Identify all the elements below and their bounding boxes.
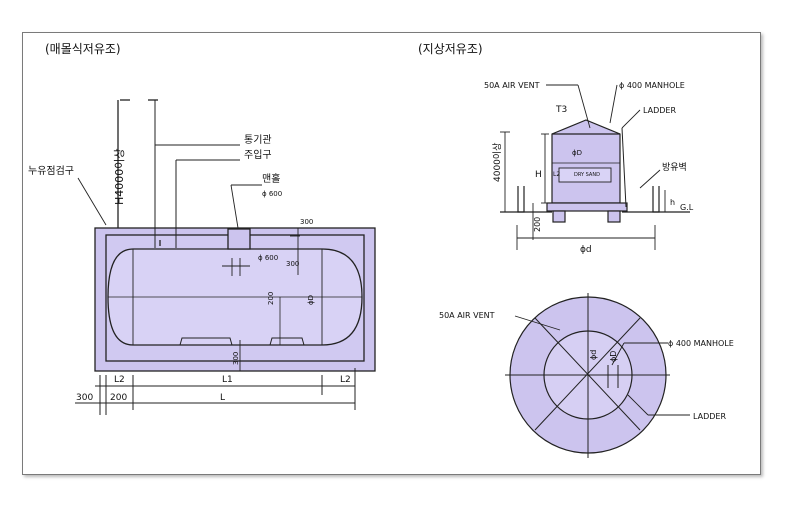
- buried-manhole-dia: ϕ 600: [262, 190, 282, 198]
- buried-dim-200-v: 200: [267, 292, 275, 305]
- buried-dim-200-bottom: 200: [110, 393, 127, 403]
- elev-height-label: 4000이상: [492, 143, 503, 182]
- plan-phiD-label: ϕD: [609, 351, 618, 362]
- buried-manhole-label: 맨홀: [262, 172, 280, 185]
- vent-pipe-label: 통기관: [244, 134, 272, 146]
- buried-dim-300-c: 300: [232, 352, 240, 365]
- buried-L2-left: L2: [114, 375, 125, 385]
- plan-air-vent-label: 50A AIR VENT: [439, 311, 495, 320]
- elev-air-vent-label: 50A AIR VENT: [484, 81, 540, 90]
- elev-H-label: H: [535, 170, 542, 180]
- plan-ladder-label: LADDER: [693, 412, 726, 421]
- buried-manhole: [227, 228, 251, 250]
- inlet-label: 주입구: [244, 148, 272, 161]
- left-title: (매몰식저유조): [45, 42, 121, 56]
- buried-tank-group: [75, 99, 376, 415]
- plan-view-group: [505, 293, 690, 458]
- elev-h-label: h: [670, 198, 675, 207]
- leak-check-label: 누유점검구: [28, 165, 74, 177]
- elev-dry-sand-label: DRY SAND: [574, 172, 600, 178]
- right-title: (지상저유조): [418, 42, 483, 56]
- buried-dim-600: ϕ 600: [258, 254, 278, 262]
- elev-dike-label: 방유벽: [662, 162, 687, 173]
- elev-ladder-label: LADDER: [643, 106, 676, 115]
- plan-manhole-label: ϕ 400 MANHOLE: [668, 339, 734, 348]
- buried-dim-300-b: 300: [286, 260, 299, 268]
- elev-l2-label: L2: [553, 171, 560, 178]
- buried-dim-phiD: ϕD: [307, 295, 315, 305]
- buried-L: L: [220, 393, 225, 403]
- aboveground-tank-body: [551, 119, 621, 204]
- elev-manhole-label: ϕ 400 MANHOLE: [619, 81, 685, 90]
- elev-phiD-label: ϕD: [572, 149, 582, 157]
- buried-dim-300-bottom: 300: [76, 393, 93, 403]
- buried-height-label: H4000이상: [113, 148, 126, 205]
- aboveground-tank-group: [500, 84, 690, 250]
- elev-t3-label: T3: [555, 105, 567, 115]
- elev-gl-label: G.L: [680, 203, 694, 212]
- elev-dim-200: 200: [533, 217, 542, 232]
- buried-L1: L1: [222, 375, 233, 385]
- buried-dim-300-top: 300: [300, 218, 313, 226]
- elev-phid-label: ϕd: [580, 245, 592, 255]
- buried-L2-right: L2: [340, 375, 351, 385]
- plan-phid-label: ϕd: [589, 350, 598, 360]
